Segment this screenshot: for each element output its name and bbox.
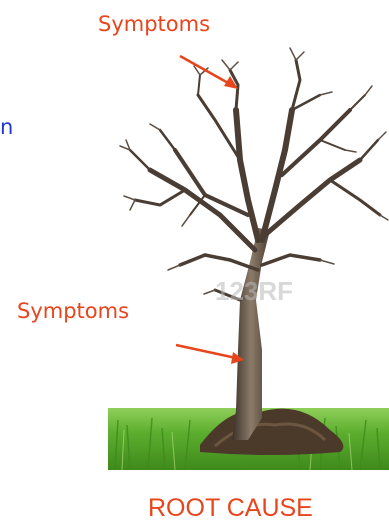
arrow-top xyxy=(180,56,238,89)
arrow-trunk xyxy=(176,345,244,364)
root-cause-label: ROOT CAUSE xyxy=(148,496,313,521)
cut-off-text: n xyxy=(0,117,13,138)
symptoms-label-top: Symptoms xyxy=(98,14,210,35)
symptoms-label-trunk: Symptoms xyxy=(17,301,129,322)
watermark: 123RF xyxy=(215,276,293,306)
